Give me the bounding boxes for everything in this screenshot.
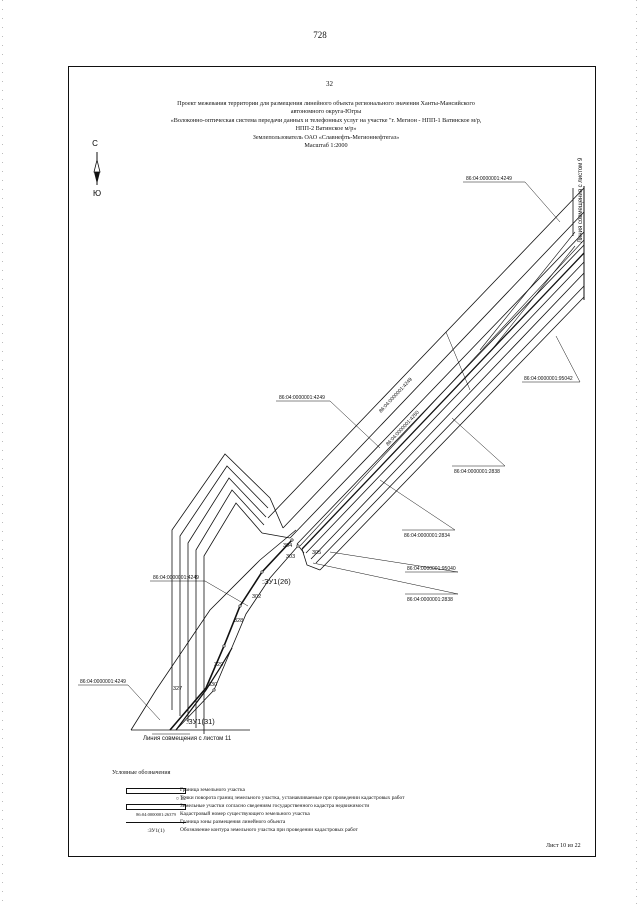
point-number: 305 [312, 550, 321, 556]
turning-points [212, 538, 300, 692]
match-line-label: Линия совмещения с листом 11 [143, 736, 232, 742]
cadastral-number: 86:04:0000001:4249 [466, 176, 512, 182]
cadastral-number: 86:04:0000001:2838 [454, 469, 500, 475]
legend-item: Граница зоны размещения линейного объект… [118, 819, 498, 827]
turning-point-symbol: ○ 22 [175, 796, 186, 802]
title-line: Проект межевания территории для размещен… [177, 100, 475, 107]
legend: Граница земельного участка ○ 22 Точки по… [118, 787, 498, 835]
cadastral-number-symbol: 86:04:0000001:26379 [136, 812, 176, 817]
zone-boundary-symbol [126, 822, 186, 823]
scan-edge-left [2, 0, 3, 905]
contour-designation-symbol: :ЗУ1(1) [147, 828, 165, 834]
scan-edge-right [636, 0, 637, 905]
point-labels: 304 305 303 302 328 329 330 327 [173, 543, 321, 692]
cadastral-number: 86:04:0000001:95040 [407, 566, 456, 572]
cadastral-number: 86:04:0000001:4249 [80, 679, 126, 685]
north-arrow: С Ю [92, 139, 101, 198]
legend-item: Земельные участки согласно сведениям гос… [118, 803, 498, 811]
point-number: 328 [234, 618, 243, 624]
plot-contour-label: :ЗУ1(31) [186, 717, 215, 726]
point-number: 303 [286, 554, 295, 560]
plot-boundary-symbol [126, 788, 186, 794]
title-line: Землепользователь ОАО «Славнефть-Мегионн… [252, 133, 400, 141]
sheet-total: Лист 10 из 22 [546, 843, 581, 849]
plot-contour-label: :ЗУ1(26) [262, 577, 291, 586]
legend-item: :ЗУ1(1) Обозначение контура земельного у… [118, 827, 498, 835]
north-label: С [92, 139, 98, 148]
cadastral-number: 86:04:0000001:4249 [153, 575, 199, 581]
point-number: 329 [214, 662, 223, 668]
plot-designations: :ЗУ1(26) :ЗУ1(31) [186, 577, 291, 726]
legend-item: Граница земельного участка [118, 787, 498, 795]
title-line: НПП-2 Ватинское м/р» [295, 125, 357, 133]
title-line: Масштаб 1:2000 [304, 142, 348, 150]
point-number: 330 [208, 682, 217, 688]
page-number: 728 [313, 30, 327, 40]
legend-item: ○ 22 Точки поворота границ земельного уч… [118, 795, 498, 803]
point-number: 304 [283, 543, 292, 549]
legend-title: Условные обозначения [112, 770, 171, 776]
title-line: автономного округа-Югры [290, 108, 362, 116]
cadastral-number: 86:04:0000001:95042 [524, 376, 573, 382]
point-number: 327 [173, 686, 182, 692]
match-line-label: Линия совмещения с листом 9 [578, 157, 584, 243]
cadastre-parcel-symbol [126, 804, 186, 810]
legend-item: 86:04:0000001:26379 Кадастровый номер су… [118, 811, 498, 819]
sheet-number: 32 [326, 80, 333, 88]
cadastral-number: 86:04:0000001:4249 [279, 395, 325, 401]
drawing-title: Проект межевания территории для размещен… [76, 100, 576, 150]
drawing-frame [68, 66, 596, 857]
left-parcels [171, 453, 291, 734]
point-number: 302 [252, 594, 261, 600]
cadastral-number: 86:04:0000001:2834 [404, 533, 450, 539]
title-line: «Волоконно-оптическая система передачи д… [170, 116, 482, 124]
plot-boundary [130, 529, 299, 735]
cadastral-number: 86:04:0000001:2838 [407, 597, 453, 603]
cadastral-number: 86:04:0000001:4249 [378, 377, 414, 415]
south-label: Ю [93, 189, 101, 198]
cadastral-labels: 86:04:0000001:4249 86:04:0000001:4249 86… [80, 176, 573, 685]
leader-lines [78, 181, 581, 721]
corridor-lines [267, 186, 585, 571]
